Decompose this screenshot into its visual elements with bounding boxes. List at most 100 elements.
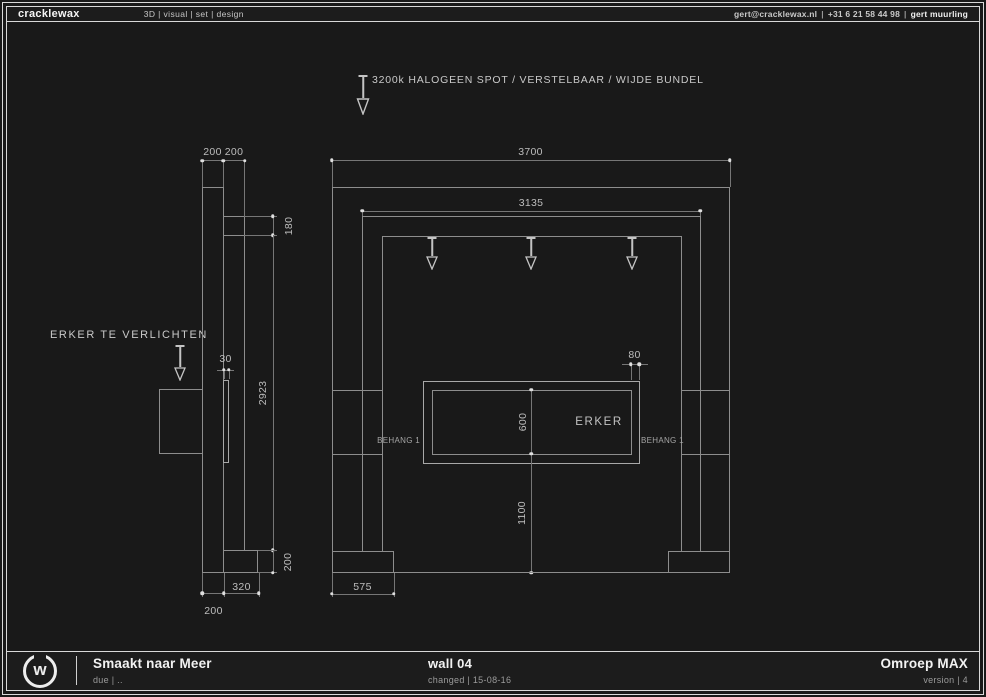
dim-label-200a: 200 bbox=[203, 146, 222, 158]
dim-ext bbox=[331, 161, 333, 187]
dim-line-center bbox=[531, 389, 532, 573]
dim-dot bbox=[200, 591, 204, 595]
spot-arrow-head-icon bbox=[356, 98, 370, 115]
band-line bbox=[332, 453, 382, 455]
dim-dot bbox=[698, 208, 702, 213]
dim-label-2923: 2923 bbox=[257, 380, 269, 405]
front-outer-left bbox=[332, 187, 333, 551]
contact-phone: +31 6 21 58 44 98 bbox=[827, 9, 901, 19]
dim-dot bbox=[200, 158, 204, 163]
dim-dot bbox=[529, 387, 533, 392]
dim-label-3700: 3700 bbox=[518, 145, 543, 158]
spot-arrow-head-icon bbox=[426, 255, 438, 270]
brand-logo-text: cracklewax bbox=[18, 8, 80, 20]
dim-line-2923 bbox=[272, 235, 274, 550]
dim-ext bbox=[393, 573, 395, 597]
sheet-title: wall 04 bbox=[428, 656, 473, 671]
dim-ext bbox=[244, 161, 245, 216]
front-opening-left bbox=[382, 236, 383, 551]
dim-label-180: 180 bbox=[283, 216, 295, 235]
separator: | bbox=[904, 9, 907, 19]
dim-dot bbox=[391, 591, 396, 596]
dim-ext bbox=[223, 371, 225, 379]
dim-ext bbox=[729, 161, 731, 187]
front-inner-left bbox=[362, 216, 363, 551]
contact-email: gert@cracklewax.nl bbox=[734, 9, 818, 19]
client-block: Omroep MAX version | 4 bbox=[880, 656, 968, 685]
dim-dot bbox=[727, 158, 732, 162]
dim-label-200-thickness: 200 bbox=[204, 605, 223, 617]
dim-label-200-foot: 200 bbox=[281, 552, 294, 571]
spot-arrow-stem bbox=[431, 236, 433, 256]
logo-letter: w bbox=[33, 659, 47, 679]
dim-dot bbox=[221, 367, 226, 372]
dim-label-1100: 1100 bbox=[516, 501, 528, 525]
dim-dot bbox=[221, 591, 226, 595]
dim-ext bbox=[258, 550, 277, 551]
band-line bbox=[332, 389, 382, 391]
front-inner-top bbox=[362, 216, 700, 217]
side-wall-top bbox=[202, 187, 224, 188]
project-block: Smaakt naar Meer due | .. bbox=[93, 656, 212, 685]
side-layer-top bbox=[223, 216, 245, 217]
panel-30-side bbox=[223, 380, 229, 463]
behang-label-right: BEHANG 1 bbox=[641, 435, 684, 445]
dim-dot bbox=[226, 367, 231, 372]
dim-line-80 bbox=[622, 364, 648, 365]
dim-dot bbox=[637, 362, 641, 366]
dim-ext bbox=[258, 573, 260, 597]
dim-ext bbox=[639, 365, 640, 380]
spot-arrow-stem bbox=[631, 236, 633, 256]
erker-box-side bbox=[159, 389, 203, 454]
erker-arrow-head-icon bbox=[174, 367, 186, 381]
front-outer-right bbox=[729, 187, 730, 551]
dim-dot bbox=[256, 591, 261, 595]
contact-author: gert muurling bbox=[910, 9, 968, 19]
dim-ext bbox=[700, 211, 701, 216]
band-line bbox=[681, 389, 729, 391]
side-wall-left bbox=[202, 187, 203, 573]
contact-info: gert@cracklewax.nl|+31 6 21 58 44 98|ger… bbox=[734, 9, 968, 19]
dim-dot bbox=[329, 591, 334, 596]
side-layer-right bbox=[244, 216, 245, 550]
dim-line-200-foot bbox=[272, 550, 274, 573]
erker-arrow-stem bbox=[179, 345, 181, 367]
dim-label-320: 320 bbox=[232, 581, 251, 593]
dim-dot bbox=[360, 208, 364, 213]
dim-ext bbox=[228, 371, 230, 379]
dim-ext bbox=[223, 161, 224, 187]
due-label: due | .. bbox=[93, 675, 123, 685]
band-line bbox=[681, 453, 729, 455]
dim-label-80: 80 bbox=[628, 349, 641, 361]
dim-ext bbox=[630, 365, 632, 380]
dim-label-200b: 200 bbox=[224, 146, 244, 158]
erker-label: ERKER bbox=[575, 415, 623, 428]
brand-tagline: 3D | visual | set | design bbox=[143, 9, 244, 19]
dim-line-180 bbox=[272, 216, 274, 235]
dim-label-575: 575 bbox=[353, 581, 372, 593]
title-bar: cracklewax 3D | visual | set | design ge… bbox=[7, 7, 979, 22]
footer-divider bbox=[76, 656, 77, 685]
dim-dot bbox=[270, 570, 275, 575]
front-outer-top bbox=[332, 187, 730, 188]
spot-arrow-stem bbox=[530, 236, 532, 256]
client-name: Omroep MAX bbox=[880, 656, 968, 671]
dim-ext bbox=[244, 216, 277, 217]
dim-line-575 bbox=[331, 593, 394, 595]
separator: | bbox=[821, 9, 824, 19]
spot-arrow-head-icon bbox=[525, 255, 537, 270]
dim-ext bbox=[362, 211, 363, 216]
dim-ext bbox=[202, 573, 203, 597]
dim-ext bbox=[202, 161, 203, 187]
dim-label-600: 600 bbox=[516, 412, 529, 431]
erker-note-label: ERKER TE VERLICHTEN bbox=[50, 329, 208, 341]
spot-arrow-stem bbox=[362, 75, 364, 98]
front-foot-right bbox=[668, 551, 730, 573]
dim-dot bbox=[329, 158, 334, 162]
side-layer-band bbox=[223, 235, 245, 236]
side-floor bbox=[202, 572, 258, 573]
behang-label-left: BEHANG 1 bbox=[377, 435, 420, 445]
sheet-block: wall 04 changed | 15-08-16 bbox=[428, 656, 511, 685]
